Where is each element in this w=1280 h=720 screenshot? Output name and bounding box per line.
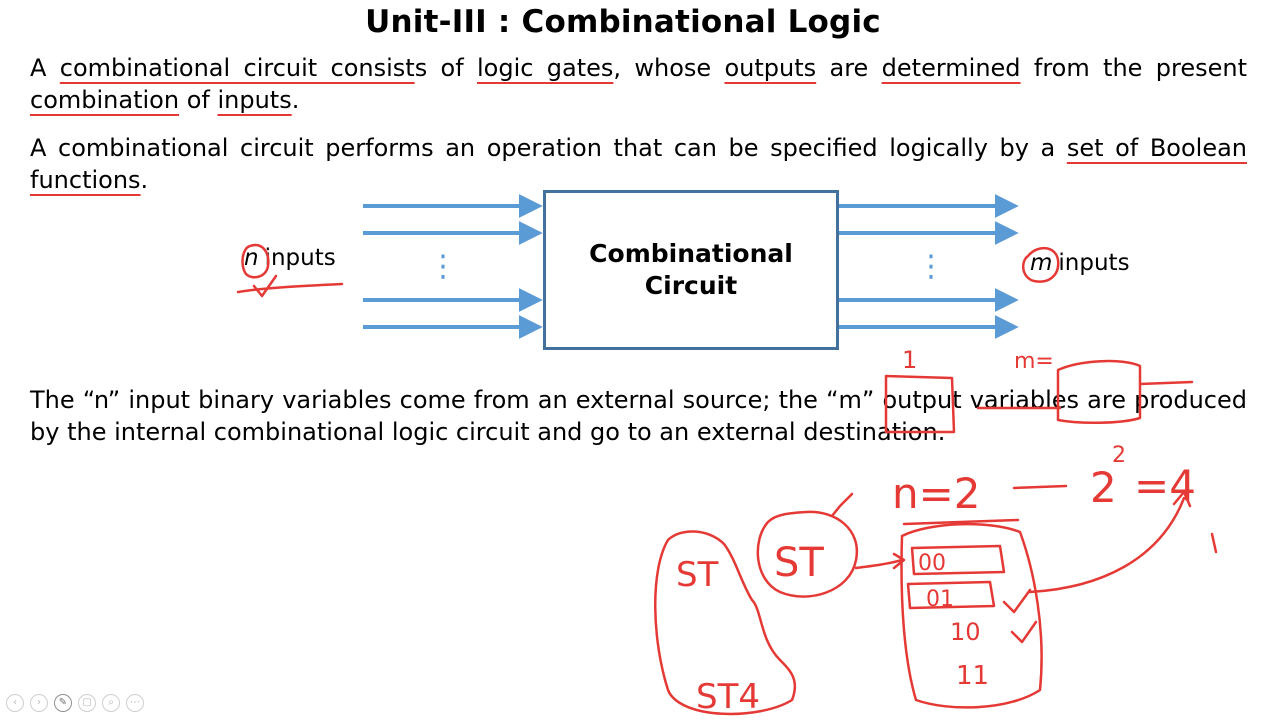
slide-title: Unit-III : Combinational Logic bbox=[365, 4, 881, 40]
ink-text: ST bbox=[676, 555, 719, 595]
ink-text: =4 bbox=[1134, 461, 1196, 510]
underlined-phrase: determined bbox=[881, 54, 1021, 82]
ink-text: 11 bbox=[956, 661, 989, 691]
ink-arrow-curve bbox=[1028, 490, 1192, 594]
ink-check-st bbox=[830, 492, 854, 518]
ink-text: ST bbox=[774, 540, 824, 586]
combinational-circuit-box: Combinational Circuit bbox=[543, 190, 839, 350]
input-ellipsis: ⋮ bbox=[428, 249, 458, 284]
ink-ticks bbox=[1002, 588, 1038, 644]
presentation-toolbar: ‹ › ✎ ▢ ⌕ ⋯ bbox=[6, 694, 144, 714]
ink-blob-left bbox=[654, 530, 797, 716]
box-label-line1: Combinational bbox=[589, 239, 793, 268]
ink-arrow-st bbox=[854, 552, 906, 570]
ink-truth-table bbox=[900, 522, 1043, 709]
paragraph-definition: A combinational circuit consists of logi… bbox=[30, 54, 1248, 114]
ink-tick bbox=[252, 274, 278, 298]
input-variable: n bbox=[244, 245, 259, 271]
output-ellipsis: ⋮ bbox=[916, 249, 946, 284]
underlined-phrase: combination bbox=[30, 86, 180, 114]
underlined-phrase: inputs bbox=[217, 86, 292, 114]
ink-text: 00 bbox=[918, 551, 946, 576]
ink-row-00 bbox=[910, 544, 1006, 576]
ink-underline-inputs bbox=[236, 282, 344, 294]
ink-circle-st bbox=[756, 510, 859, 598]
underlined-phrase: combinational circuit consist bbox=[59, 54, 415, 82]
ink-text: 2 bbox=[1090, 463, 1117, 512]
ink-text: 1 bbox=[902, 346, 917, 374]
underlined-phrase: outputs bbox=[724, 54, 817, 82]
ink-dash bbox=[1012, 484, 1068, 490]
underlined-phrase: set of Boolean functions bbox=[30, 134, 1247, 194]
prev-icon[interactable]: ‹ bbox=[6, 694, 24, 712]
underlined-phrase: logic gates bbox=[477, 54, 614, 82]
ink-text: m= bbox=[1014, 349, 1054, 374]
box-label-line2: Circuit bbox=[644, 271, 738, 300]
zoom-icon[interactable]: ⌕ bbox=[102, 694, 120, 712]
ink-text: 01 bbox=[926, 587, 954, 612]
ink-row-01 bbox=[906, 580, 996, 610]
ink-underline-n2 bbox=[902, 518, 1020, 526]
ink-mark bbox=[1210, 532, 1218, 554]
paragraph-operation: A combinational circuit performs an oper… bbox=[30, 134, 1247, 194]
pen-icon[interactable]: ✎ bbox=[54, 694, 72, 712]
ink-text: n=2 bbox=[892, 469, 981, 518]
slides-icon[interactable]: ▢ bbox=[78, 694, 96, 712]
output-variable: m bbox=[1030, 250, 1053, 276]
next-icon[interactable]: › bbox=[30, 694, 48, 712]
more-icon[interactable]: ⋯ bbox=[126, 694, 144, 712]
ink-text: 10 bbox=[950, 618, 981, 646]
ink-text: ST4 bbox=[696, 677, 760, 717]
paragraph-variables: The “n” input binary variables come from… bbox=[30, 386, 1247, 446]
